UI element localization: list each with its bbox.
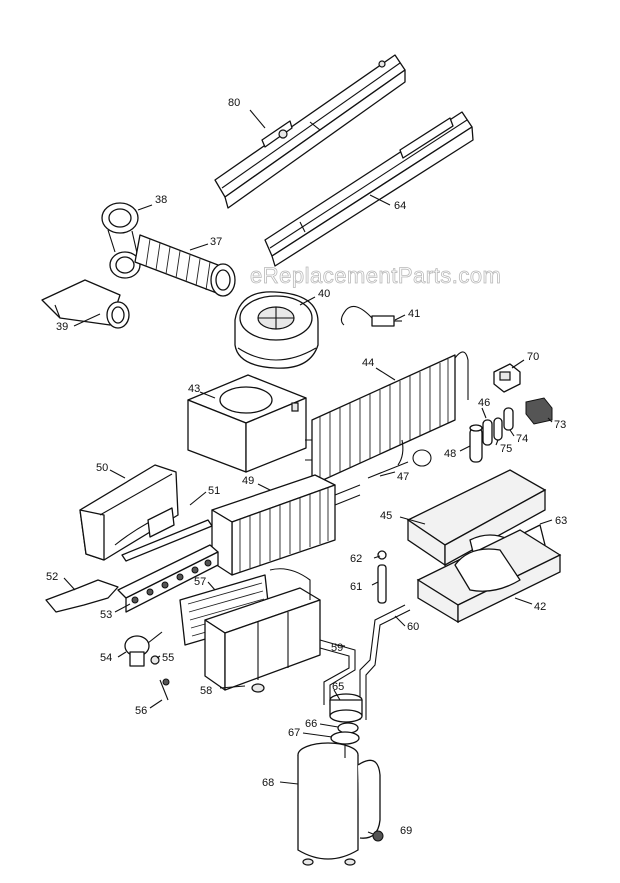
part-70-bracket xyxy=(493,363,521,393)
label-44: 44 xyxy=(362,357,374,369)
label-57: 57 xyxy=(194,576,206,588)
label-55: 55 xyxy=(162,652,174,664)
part-47-tubing xyxy=(367,439,432,479)
label-56: 56 xyxy=(135,705,147,717)
label-80: 80 xyxy=(228,97,240,109)
part-39-adapter xyxy=(41,279,130,329)
leader-lines xyxy=(63,109,553,835)
part-75-filter xyxy=(493,417,503,441)
part-49-evaporator xyxy=(211,474,361,576)
label-69: 69 xyxy=(400,825,412,837)
label-67: 67 xyxy=(288,727,300,739)
label-58: 58 xyxy=(200,685,212,697)
part-80-rail xyxy=(214,54,406,209)
label-74: 74 xyxy=(516,433,528,445)
part-67-ring xyxy=(330,731,360,745)
part-61-tube xyxy=(377,564,387,604)
part-40-blower xyxy=(234,291,319,369)
watermark: eReplacementParts.com xyxy=(250,263,501,288)
label-45: 45 xyxy=(380,510,392,522)
label-43: 43 xyxy=(188,383,200,395)
label-38: 38 xyxy=(155,194,167,206)
part-41-sensor xyxy=(340,305,402,327)
part-42-foam-base xyxy=(416,529,562,624)
label-59: 59 xyxy=(331,642,343,654)
label-50: 50 xyxy=(96,462,108,474)
label-66: 66 xyxy=(305,718,317,730)
label-47: 47 xyxy=(397,471,409,483)
part-56-valve xyxy=(159,678,170,701)
label-68: 68 xyxy=(262,777,274,789)
part-60-line xyxy=(359,604,411,720)
label-65: 65 xyxy=(332,681,344,693)
part-46-filter xyxy=(482,419,493,446)
part-54-pump xyxy=(124,631,163,667)
part-48-filter xyxy=(469,424,483,463)
part-62-cap xyxy=(377,550,387,560)
part-53-heater xyxy=(117,544,219,613)
label-49: 49 xyxy=(242,475,254,487)
part-68-compressor xyxy=(297,742,381,866)
part-37-hose xyxy=(134,234,236,297)
part-50-grille xyxy=(79,464,179,561)
label-48: 48 xyxy=(444,448,456,460)
part-44-condenser xyxy=(305,351,469,486)
part-labels: 80 64 38 37 39 40 41 44 43 70 46 73 74 7… xyxy=(46,97,567,837)
label-53: 53 xyxy=(100,609,112,621)
part-74-filter xyxy=(503,407,514,431)
part-65-accumulator xyxy=(329,693,363,723)
part-69-grommet xyxy=(372,830,384,842)
label-46: 46 xyxy=(478,397,490,409)
label-75: 75 xyxy=(500,443,512,455)
part-73-relay xyxy=(525,397,553,425)
label-51: 51 xyxy=(208,485,220,497)
part-45-foam xyxy=(406,469,547,567)
part-59-line xyxy=(319,639,356,705)
label-62: 62 xyxy=(350,553,362,565)
label-64: 64 xyxy=(394,200,406,212)
label-54: 54 xyxy=(100,652,112,664)
part-43-housing xyxy=(187,374,307,473)
label-52: 52 xyxy=(46,571,58,583)
part-58-pan xyxy=(204,568,321,693)
label-37: 37 xyxy=(210,236,222,248)
label-63: 63 xyxy=(555,515,567,527)
label-41: 41 xyxy=(408,308,420,320)
label-61: 61 xyxy=(350,581,362,593)
label-42: 42 xyxy=(534,601,546,613)
label-39: 39 xyxy=(56,321,68,333)
label-73: 73 xyxy=(554,419,566,431)
part-52-plate xyxy=(45,579,119,613)
part-38-collar xyxy=(101,202,141,279)
label-60: 60 xyxy=(407,621,419,633)
label-70: 70 xyxy=(527,351,539,363)
label-40: 40 xyxy=(318,288,330,300)
